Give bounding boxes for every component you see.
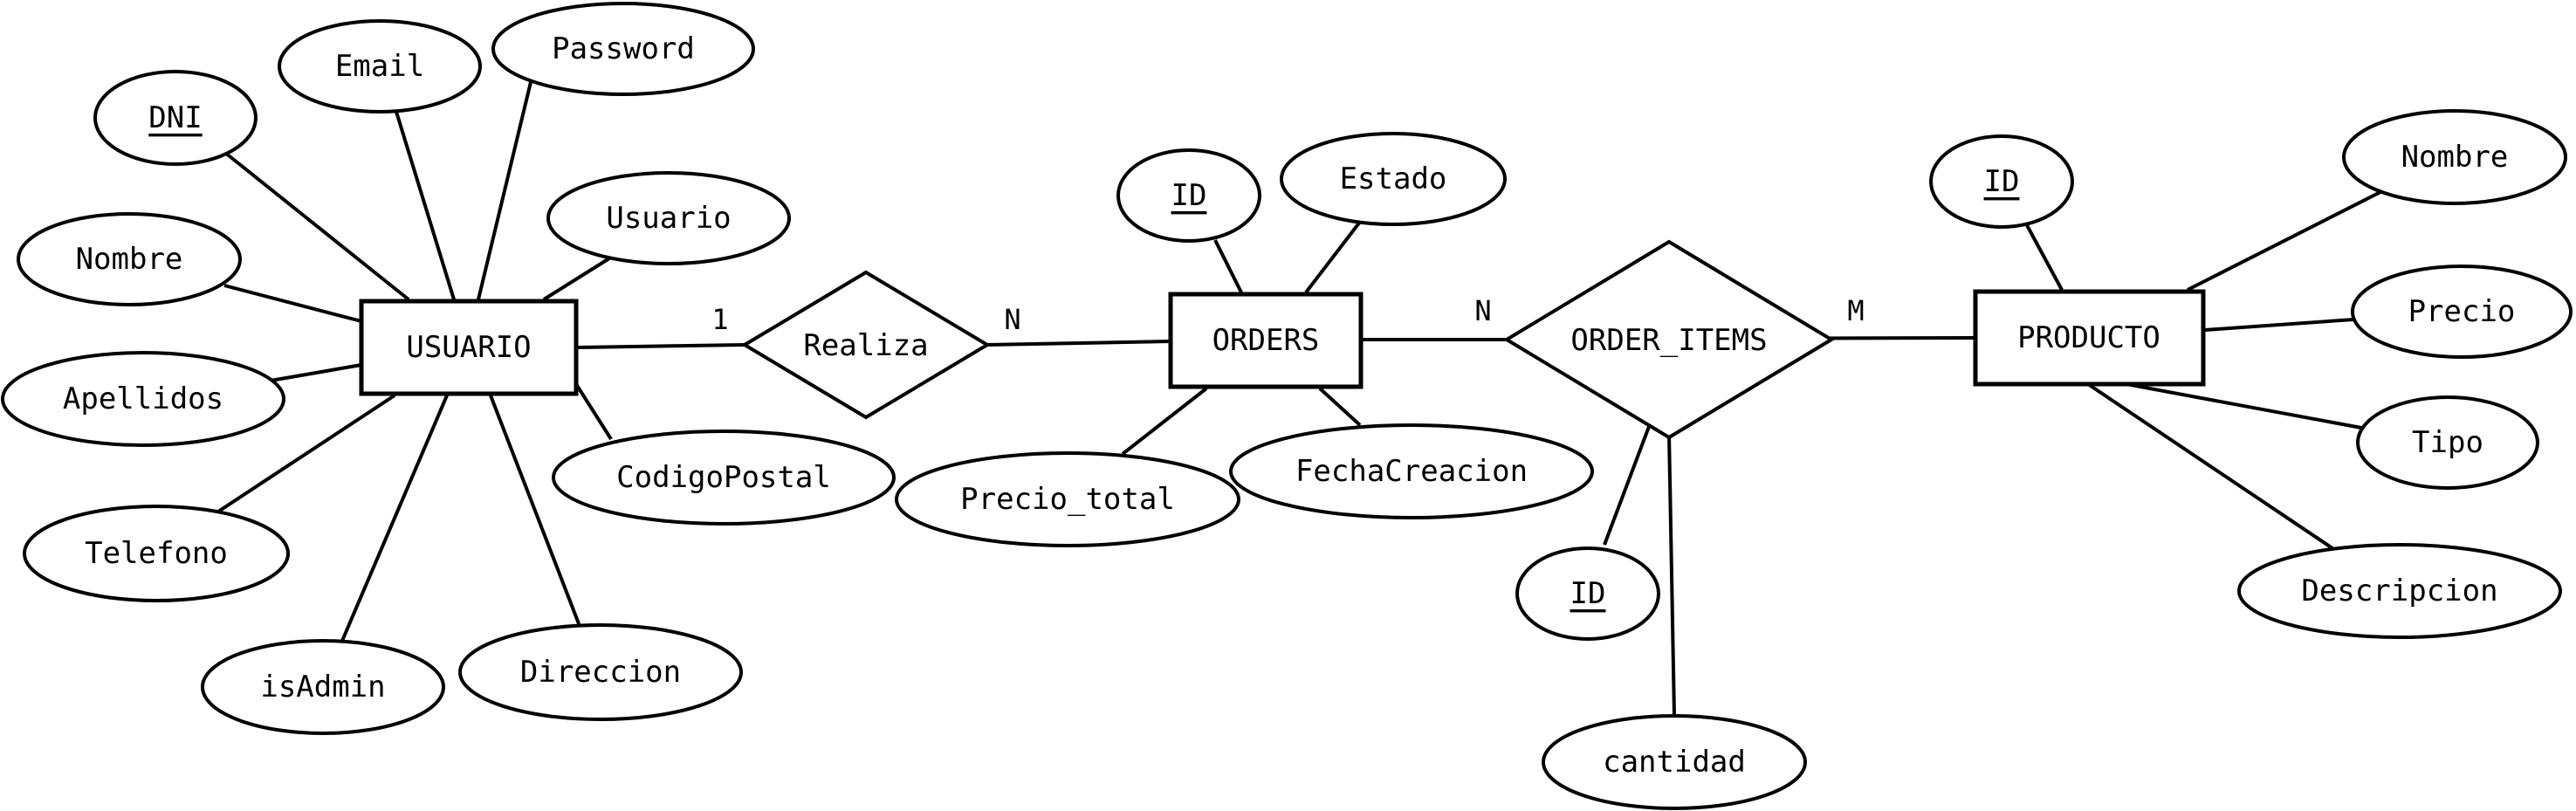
cardinality-orders-orderitems: N <box>1474 294 1491 327</box>
attribute-email-label: Email <box>335 49 424 84</box>
cardinality-usuario-realiza: 1 <box>711 303 728 336</box>
connector-orders-id <box>1213 239 1243 293</box>
attribute-precio-total-label: Precio_total <box>960 482 1175 517</box>
connector-usuario-isadmin <box>340 395 449 642</box>
attribute-usuario-label: Usuario <box>606 201 731 236</box>
attribute-orders-id <box>1116 148 1261 243</box>
connector-realiza-orders <box>986 340 1171 347</box>
relationships: Realiza ORDER_ITEMS <box>741 239 1835 440</box>
attribute-orderitems-id-label: ID <box>1570 576 1606 611</box>
attribute-descripcion-label: Descripcion <box>2301 574 2497 608</box>
entity-producto-label: PRODUCTO <box>2017 320 2160 355</box>
attribute-password <box>491 2 755 96</box>
attribute-precio-total <box>895 451 1240 547</box>
attribute-orderitems-id <box>1515 546 1660 641</box>
connector-orders-estado <box>1304 220 1362 294</box>
attribute-producto-id-label: ID <box>1984 164 2020 199</box>
connector-usuario-direccion <box>489 395 581 627</box>
connector-usuario-password <box>477 81 532 300</box>
relationship-order-items-label: ORDER_ITEMS <box>1570 323 1767 358</box>
attribute-fechacreacion <box>1229 423 1594 519</box>
connector-usuario-usuario <box>542 257 611 301</box>
connector-usuario-telefono <box>216 394 396 513</box>
attribute-producto-nombre <box>2342 109 2567 205</box>
connector-producto-id <box>2025 224 2064 291</box>
connector-producto-precio <box>2204 318 2354 332</box>
connector-usuario-apellidos <box>270 363 362 382</box>
attribute-precio <box>2351 265 2573 359</box>
attribute-direccion-label: Direccion <box>520 655 681 690</box>
connector-orderitems-id <box>1603 423 1652 546</box>
entities: USUARIO ORDERS PRODUCTO <box>359 289 2206 396</box>
attribute-isadmin-label: isAdmin <box>260 670 385 704</box>
attribute-password-label: Password <box>552 31 695 66</box>
attribute-estado-label: Estado <box>1340 162 1447 196</box>
attribute-usuario <box>546 171 791 265</box>
usuario-attributes: DNI Email Password Usuario Nombre Apelli… <box>1 2 896 735</box>
cardinalities: 1 N N M <box>711 294 1864 336</box>
order-items-attributes: ID cantidad <box>1515 546 1807 810</box>
entity-producto <box>1973 289 2206 387</box>
attribute-tipo-label: Tipo <box>2412 425 2483 460</box>
attribute-codigopostal <box>552 430 896 526</box>
attribute-dni <box>93 70 258 166</box>
connector-orders-fechacreacion <box>1318 387 1362 427</box>
connector-usuario-email <box>395 111 456 300</box>
connector-producto-descripcion <box>2086 382 2334 550</box>
cardinality-orderitems-producto: M <box>1847 294 1864 327</box>
attribute-codigopostal-label: CodigoPostal <box>616 460 831 495</box>
entity-orders-label: ORDERS <box>1212 323 1320 358</box>
attribute-fechacreacion-label: FechaCreacion <box>1295 454 1528 489</box>
attribute-email <box>278 19 482 113</box>
entity-usuario <box>359 299 579 396</box>
attribute-estado <box>1280 132 1507 226</box>
connector-orders-preciototal <box>1121 387 1208 456</box>
attribute-nombre <box>17 212 242 306</box>
attribute-telefono-label: Telefono <box>85 536 228 571</box>
attribute-apellidos <box>1 351 285 447</box>
connector-usuario-realiza <box>577 343 745 349</box>
attribute-apellidos-label: Apellidos <box>63 381 223 416</box>
attribute-producto-id <box>1929 134 2074 229</box>
attribute-producto-nombre-label: Nombre <box>2401 140 2509 175</box>
entity-orders <box>1168 292 1364 389</box>
relationship-order-items <box>1503 239 1835 440</box>
attribute-orders-id-label: ID <box>1171 178 1207 213</box>
attribute-precio-label: Precio <box>2408 294 2516 329</box>
connector-usuario-codigopostal <box>574 382 613 441</box>
attribute-tipo <box>2356 395 2539 490</box>
connector-usuario-dni <box>223 151 410 301</box>
attribute-isadmin <box>201 639 445 735</box>
attribute-nombre-label: Nombre <box>76 242 183 277</box>
attribute-dni-label: DNI <box>148 100 202 135</box>
connector-producto-nombre <box>2187 190 2381 292</box>
attribute-direccion <box>458 623 743 721</box>
relationship-realiza-label: Realiza <box>803 328 928 363</box>
connector-usuario-nombre <box>223 284 362 323</box>
relationship-realiza <box>741 270 991 420</box>
cardinality-realiza-orders: N <box>1004 303 1020 336</box>
producto-attributes: ID Nombre Precio Tipo Descripcion <box>1929 109 2573 639</box>
attribute-cantidad <box>1542 714 1807 810</box>
connector-orderitems-cantidad <box>1667 432 1676 717</box>
entity-usuario-label: USUARIO <box>406 330 531 365</box>
orders-attributes: ID Estado Precio_total FechaCreacion <box>895 132 1594 547</box>
attribute-telefono <box>23 505 290 602</box>
attribute-cantidad-label: cantidad <box>1603 745 1746 780</box>
attribute-descripcion <box>2237 543 2562 639</box>
